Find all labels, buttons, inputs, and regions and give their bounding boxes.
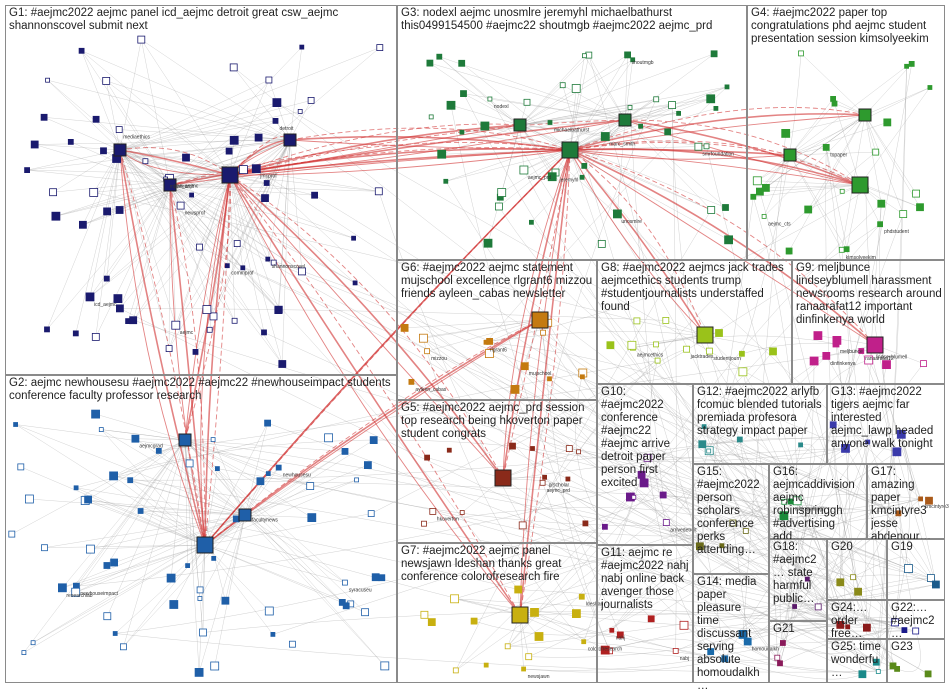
group-box-g11: G11: aejmc re #aejmc2022 nahj nabj onlin… <box>597 545 693 683</box>
group-label-g19: G19 <box>891 541 942 554</box>
group-box-g2: G2: aejmc newhousesu #aejmc2022 #aejmc22… <box>5 375 397 683</box>
group-label-g4: G4: #aejmc2022 paper top congratulations… <box>751 7 942 46</box>
group-box-g13: G13: #aejmc2022 tigers aejmc far interes… <box>827 384 945 464</box>
group-box-g5: G5: #aejmc2022 aejmc_prd session top res… <box>397 400 597 543</box>
group-box-g20: G20 <box>827 539 887 600</box>
group-box-g12: G12: #aejmc2022 arlyfb fcomuc blended tu… <box>693 384 827 464</box>
group-label-g16: G16: aejmcaddivision aejmc robinspringgh… <box>773 466 864 544</box>
group-label-g7: G7: #aejmc2022 aejmc panel newsjawn ldes… <box>401 545 594 584</box>
group-box-g15: G15: #aejmc2022 person scholars conferen… <box>693 464 769 574</box>
group-label-g25: G25: time wonderfu… <box>831 641 884 680</box>
group-label-g17: G17: amazing paper kmcintyre3 jesse abde… <box>871 466 942 544</box>
group-box-g25: G25: time wonderfu… <box>827 639 887 683</box>
group-box-g4: G4: #aejmc2022 paper top congratulations… <box>747 5 945 260</box>
group-box-g22: G22:… #aejmc2… <box>887 600 945 639</box>
group-label-g8: G8: #aejmc2022 aejmcs jack trades aejmce… <box>601 262 789 314</box>
group-label-g9: G9: meljbunce lindseyblumell harassment … <box>796 262 942 327</box>
group-box-g21: G21 <box>769 621 827 683</box>
group-box-g7: G7: #aejmc2022 aejmc panel newsjawn ldes… <box>397 543 597 683</box>
group-label-g15: G15: #aejmc2022 person scholars conferen… <box>697 466 766 557</box>
group-label-g6: G6: #aejmc2022 aejmc statement mujschool… <box>401 262 594 301</box>
group-box-g23: G23 <box>887 639 945 683</box>
group-label-g2: G2: aejmc newhousesu #aejmc2022 #aejmc22… <box>9 377 394 403</box>
group-box-g3: G3: nodexl aejmc unosmlre jeremyhl micha… <box>397 5 747 260</box>
group-box-g17: G17: amazing paper kmcintyre3 jesse abde… <box>867 464 945 539</box>
group-box-g9: G9: meljbunce lindseyblumell harassment … <box>792 260 945 384</box>
group-label-g5: G5: #aejmc2022 aejmc_prd session top res… <box>401 402 594 441</box>
group-label-g13: G13: #aejmc2022 tigers aejmc far interes… <box>831 386 942 451</box>
group-box-g14: G14: media paper pleasure time discussan… <box>693 574 769 683</box>
group-box-g8: G8: #aejmc2022 aejmcs jack trades aejmce… <box>597 260 792 384</box>
group-box-g6: G6: #aejmc2022 aejmc statement mujschool… <box>397 260 597 400</box>
group-label-g11: G11: aejmc re #aejmc2022 nahj nabj onlin… <box>601 547 690 612</box>
group-label-g20: G20 <box>831 541 884 554</box>
group-label-g22: G22:… #aejmc2… <box>891 602 942 641</box>
group-label-g24: G24:… order free… <box>831 602 884 641</box>
group-label-g23: G23 <box>891 641 942 654</box>
group-box-g16: G16: aejmcaddivision aejmc robinspringgh… <box>769 464 867 539</box>
group-box-g1: G1: #aejmc2022 aejmc panel icd_aejmc det… <box>5 5 397 375</box>
group-box-g19: G19 <box>887 539 945 600</box>
group-box-g18: G18: #aejmc2… state harmful public… <box>769 539 827 621</box>
group-label-g1: G1: #aejmc2022 aejmc panel icd_aejmc det… <box>9 7 394 33</box>
group-label-g12: G12: #aejmc2022 arlyfb fcomuc blended tu… <box>697 386 824 438</box>
group-label-g10: G10: #aejmc2022 conference #aejmc22 #aej… <box>601 386 690 490</box>
group-label-g3: G3: nodexl aejmc unosmlre jeremyhl micha… <box>401 7 744 33</box>
group-label-g14: G14: media paper pleasure time discussan… <box>697 576 766 693</box>
group-box-g24: G24:… order free… <box>827 600 887 639</box>
group-box-g10: G10: #aejmc2022 conference #aejmc22 #aej… <box>597 384 693 545</box>
group-label-g21: G21 <box>773 623 824 636</box>
group-label-g18: G18: #aejmc2… state harmful public… <box>773 541 824 606</box>
